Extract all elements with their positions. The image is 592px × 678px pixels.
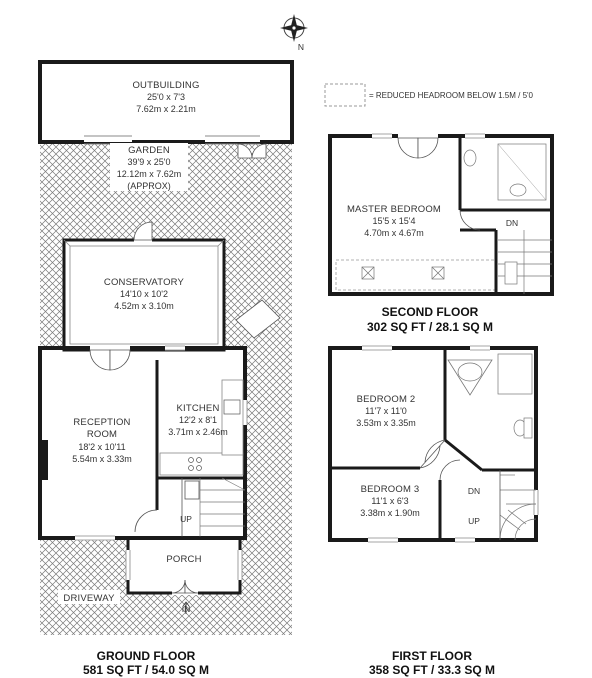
compass-label: N: [298, 42, 304, 52]
porch-name: PORCH: [166, 554, 201, 565]
conservatory-imperial: 14'10 x 10'2: [120, 289, 168, 299]
garden-imperial: 39'9 x 25'0: [128, 157, 171, 167]
bedroom3-metric: 3.38m x 1.90m: [360, 508, 420, 518]
second-floor-area: 302 SQ FT / 28.1 SQ M: [367, 320, 493, 334]
entrance-arrow-icon: [182, 601, 190, 614]
first-dn-label: DN: [468, 486, 480, 496]
bedroom3-name: BEDROOM 3: [361, 484, 420, 495]
outbuilding-name: OUTBUILDING: [132, 80, 199, 91]
conservatory-name: CONSERVATORY: [104, 277, 185, 288]
outbuilding-metric: 7.62m x 2.21m: [136, 104, 196, 114]
first-up-label: UP: [468, 516, 480, 526]
reception-metric: 5.54m x 3.33m: [72, 454, 132, 464]
second-dn-label: DN: [506, 218, 518, 228]
ground-floor-title: GROUND FLOOR: [97, 649, 196, 663]
garden-note: (APPROX): [127, 181, 171, 191]
second-floor-title: SECOND FLOOR: [382, 305, 479, 319]
bedroom2-name: BEDROOM 2: [357, 394, 416, 405]
first-floor-area: 358 SQ FT / 33.3 SQ M: [369, 663, 495, 677]
legend-text: = REDUCED HEADROOM BELOW 1.5M / 5'0: [369, 91, 534, 100]
reception-name-line1: RECEPTION: [73, 417, 130, 428]
garden-metric: 12.12m x 7.62m: [117, 169, 182, 179]
master-bedroom-name: MASTER BEDROOM: [347, 204, 441, 215]
ground-up-label: UP: [180, 514, 192, 524]
kitchen-imperial: 12'2 x 8'1: [179, 415, 217, 425]
first-floor-title: FIRST FLOOR: [392, 649, 472, 663]
bedroom3-imperial: 11'1 x 6'3: [371, 496, 408, 506]
garden-name: GARDEN: [128, 145, 170, 156]
master-bedroom-imperial: 15'5 x 15'4: [373, 216, 416, 226]
bedroom2-imperial: 11'7 x 11'0: [365, 406, 407, 416]
driveway-name: DRIVEWAY: [63, 593, 115, 604]
ground-floor-area: 581 SQ FT / 54.0 SQ M: [83, 663, 209, 677]
reception-imperial: 18'2 x 10'11: [78, 442, 125, 452]
kitchen-metric: 3.71m x 2.46m: [168, 427, 228, 437]
master-bedroom-metric: 4.70m x 4.67m: [364, 228, 424, 238]
reception-name-line2: ROOM: [87, 429, 117, 440]
bedroom2-metric: 3.53m x 3.35m: [356, 418, 416, 428]
reduced-headroom-swatch: [324, 83, 366, 107]
outbuilding: [38, 60, 294, 144]
compass-icon: [280, 14, 308, 42]
outbuilding-imperial: 25'0 x 7'3: [147, 92, 185, 102]
kitchen-name: KITCHEN: [176, 403, 219, 414]
conservatory-metric: 4.52m x 3.10m: [114, 301, 174, 311]
